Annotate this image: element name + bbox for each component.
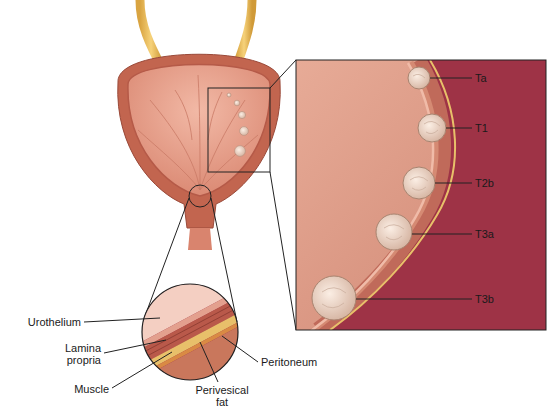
stage-label: Ta bbox=[475, 72, 487, 84]
stage-label: T3a bbox=[475, 228, 494, 240]
layer-label: Muscle bbox=[74, 383, 109, 395]
mucosal-folds bbox=[138, 75, 258, 190]
stage-label: T1 bbox=[475, 122, 488, 134]
zoom-line bbox=[270, 172, 296, 330]
layer-label: Peritoneum bbox=[261, 356, 317, 368]
urethra bbox=[188, 228, 212, 250]
stage-label: T2b bbox=[475, 177, 494, 189]
bladder-lumen bbox=[128, 65, 270, 197]
tumor-texture bbox=[322, 74, 440, 307]
lumen-ground bbox=[296, 60, 546, 330]
zoom-panel-frame bbox=[296, 60, 546, 330]
inset-leaders bbox=[84, 318, 258, 388]
layer-label: Lamina propria bbox=[49, 342, 101, 366]
bladder-wall bbox=[118, 54, 281, 228]
wall-layers-inset bbox=[99, 244, 288, 420]
inset-marker bbox=[189, 185, 211, 207]
tumor-dots bbox=[227, 93, 248, 156]
stage-label: T3b bbox=[475, 293, 494, 305]
inset-circle bbox=[142, 284, 238, 380]
zoom-line bbox=[270, 60, 296, 88]
layer-label: Perivesical fat bbox=[189, 384, 255, 408]
zoom-panel bbox=[296, 60, 546, 330]
layer-label: Urothelium bbox=[28, 316, 81, 328]
leader-lines bbox=[356, 78, 472, 299]
tumors bbox=[312, 67, 446, 320]
zoom-frame bbox=[208, 88, 270, 172]
lamina-layer bbox=[311, 62, 436, 330]
